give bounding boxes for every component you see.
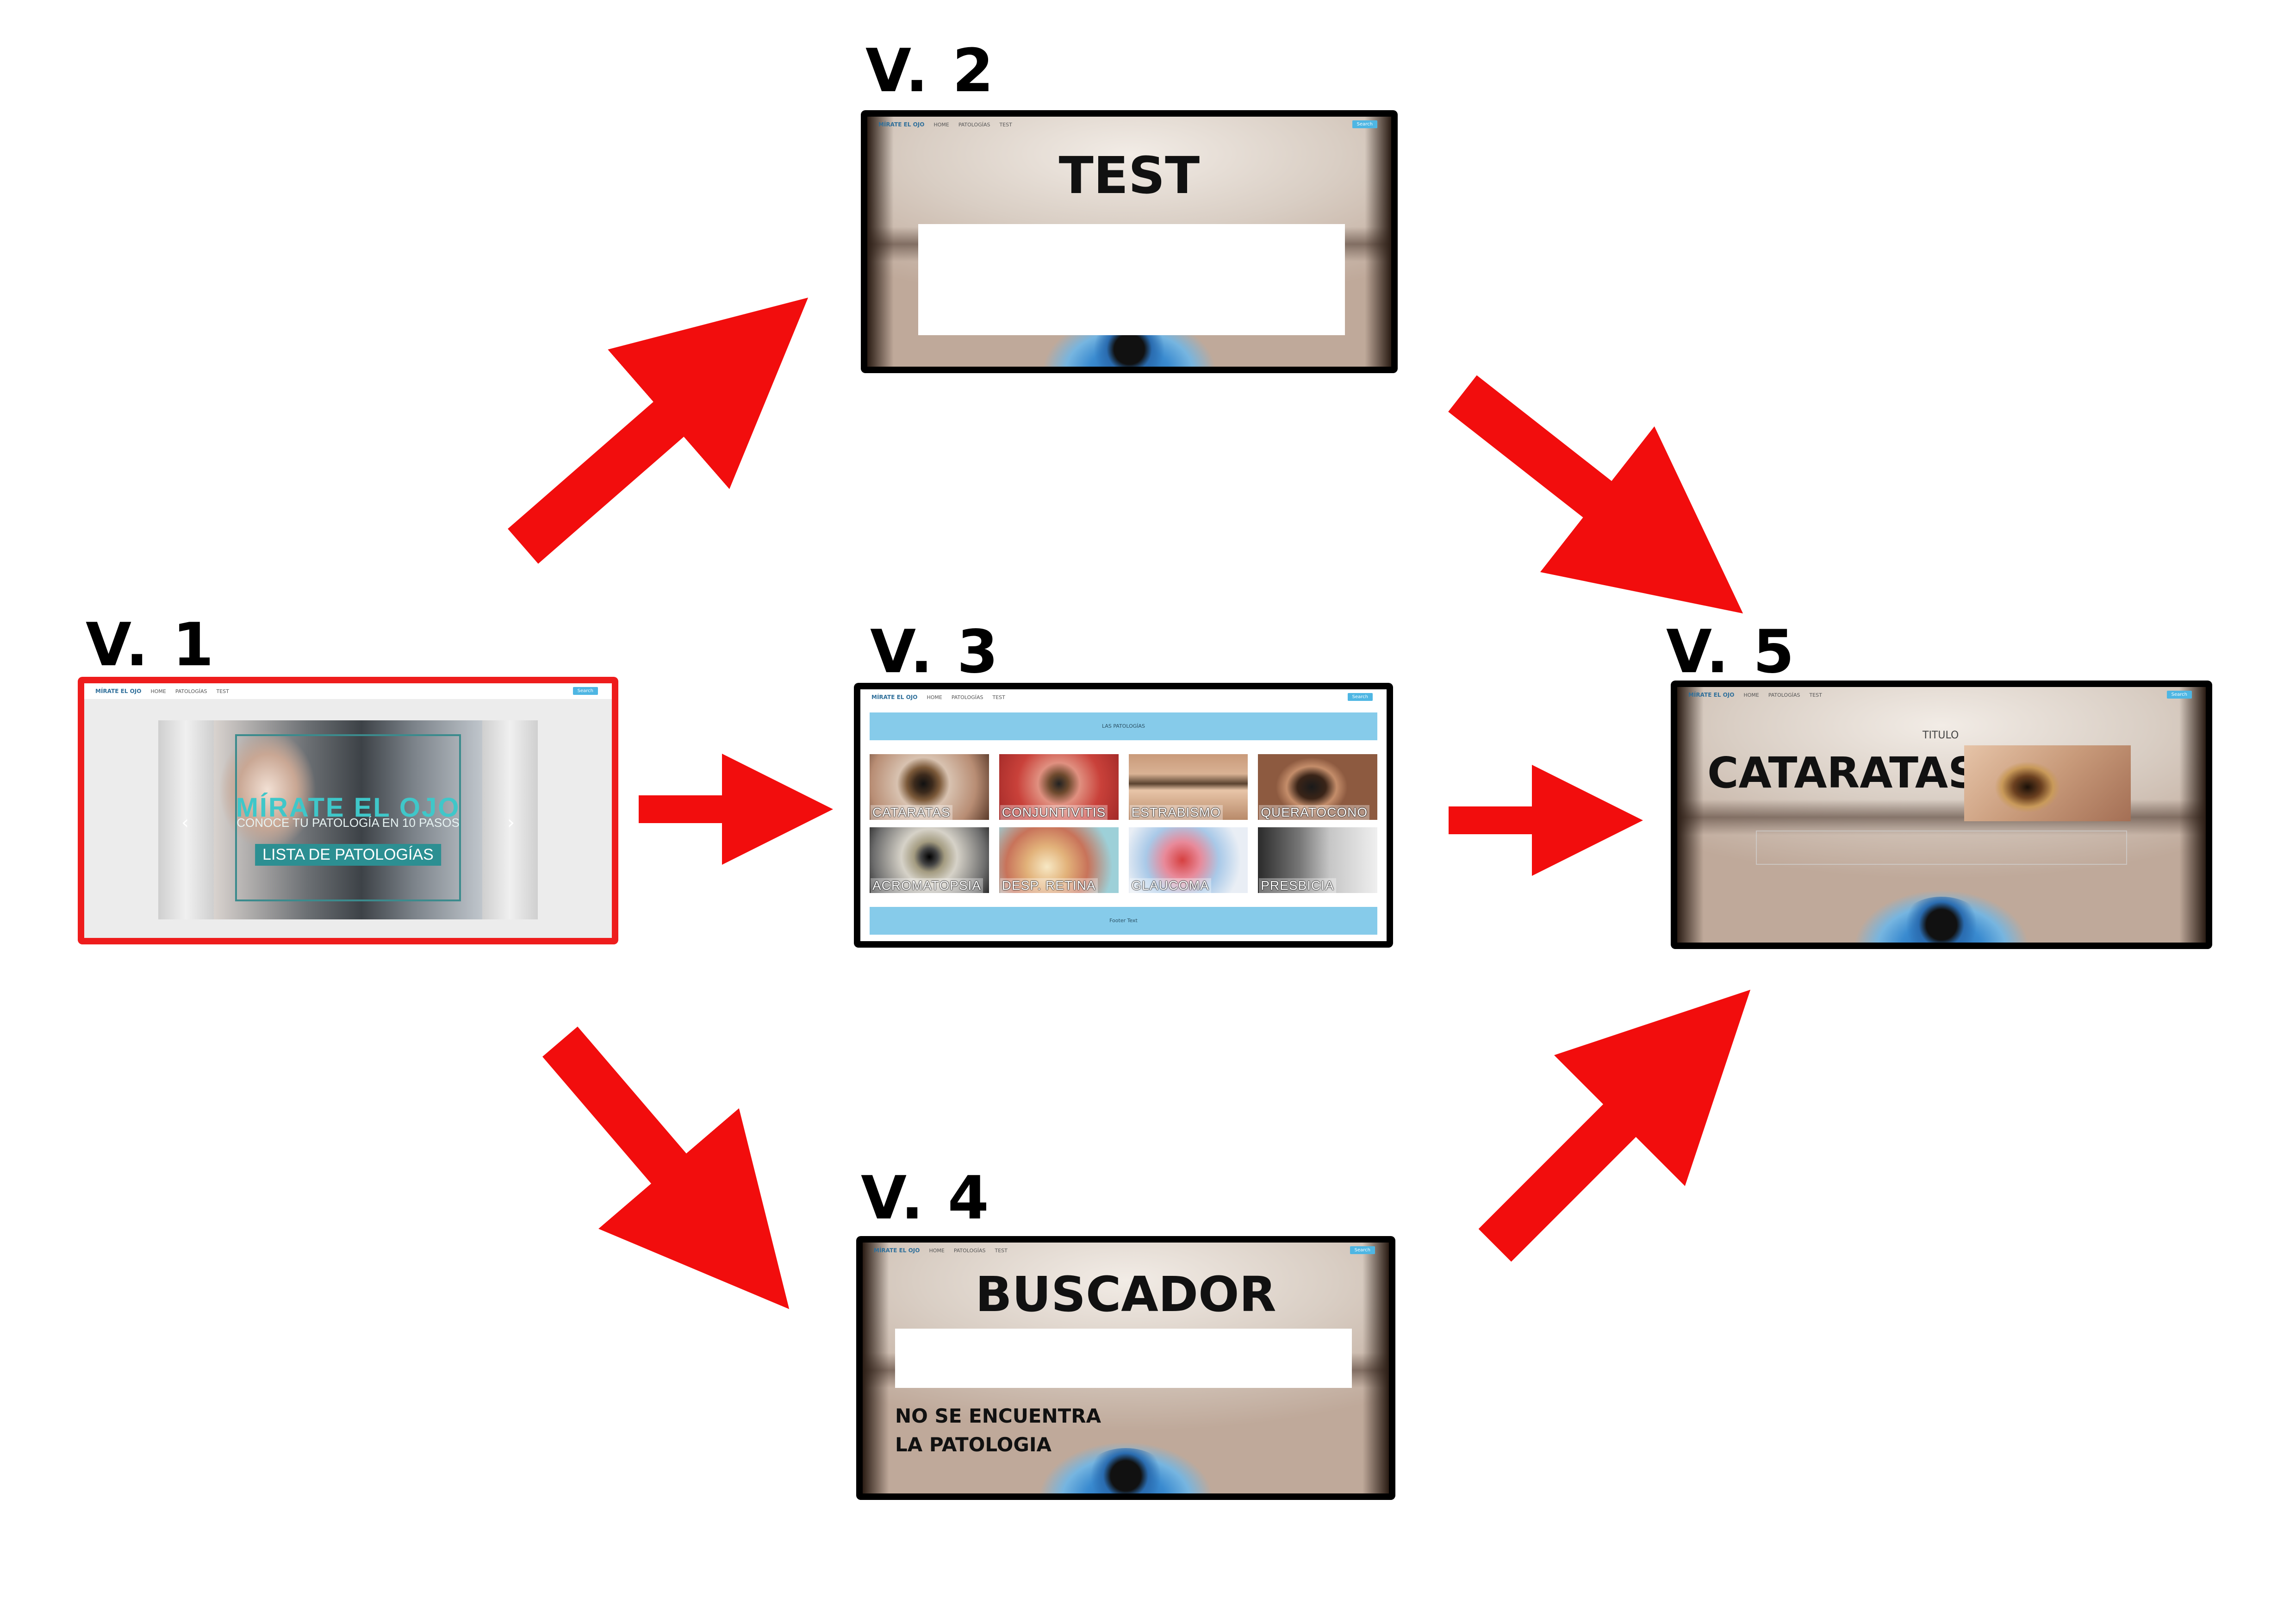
small-title: TITULO — [1923, 730, 1959, 741]
nav-item-patologias[interactable]: PATOLOGÍAS — [958, 121, 990, 128]
version-label-v4: V. 4 — [861, 1164, 991, 1233]
carousel-side-right — [482, 720, 538, 919]
list-patologias-button[interactable]: LISTA DE PATOLOGÍAS — [255, 843, 441, 866]
site-logo[interactable]: MÍRATE EL OJO — [95, 688, 142, 694]
hero-carousel: MÍRATE EL OJO CONOCE TU PATOLOGÍA EN 10 … — [158, 720, 538, 919]
version-label-v3: V. 3 — [870, 618, 1000, 687]
arrow-v1-to-v4 — [542, 1026, 790, 1309]
top-nav: MÍRATE EL OJO HOME PATOLOGÍAS TEST — [863, 1243, 1389, 1258]
nav-item-patologias[interactable]: PATOLOGÍAS — [953, 1247, 986, 1254]
carousel-image: MÍRATE EL OJO CONOCE TU PATOLOGÍA EN 10 … — [214, 720, 482, 919]
section-banner-top: LAS PATOLOGÍAS — [870, 712, 1377, 740]
tile-label: PRESBICIA — [1259, 878, 1336, 893]
nav-item-test[interactable]: TEST — [992, 694, 1005, 700]
tile-acromatopsia[interactable]: ACROMATOPSIA — [870, 827, 989, 893]
screen-v5[interactable]: MÍRATE EL OJO HOME PATOLOGÍAS TEST Searc… — [1671, 681, 2212, 949]
tile-desp-retina[interactable]: DESP. RETINA — [999, 827, 1119, 893]
search-button[interactable]: Search — [1352, 120, 1377, 128]
arrow-v2-to-v5 — [1448, 375, 1743, 614]
not-found-line-2: LA PATOLOGIA — [895, 1433, 1052, 1456]
nav-item-test[interactable]: TEST — [995, 1247, 1008, 1254]
tile-label: QUERATOCONO — [1259, 805, 1370, 820]
version-label-v5: V. 5 — [1666, 618, 1796, 687]
search-button[interactable]: Search — [1350, 1246, 1375, 1254]
nav-item-patologias[interactable]: PATOLOGÍAS — [175, 688, 207, 694]
carousel-side-left — [158, 720, 214, 919]
pathology-heading: CATARATAS — [1707, 748, 1979, 798]
background-shade-left — [867, 117, 894, 367]
tile-label: ESTRABISMO — [1129, 805, 1223, 820]
tile-label: DESP. RETINA — [1000, 878, 1098, 893]
tile-cataratas[interactable]: CATARATAS — [870, 754, 989, 820]
nav-item-patologias[interactable]: PATOLOGÍAS — [951, 694, 983, 700]
screen-v2[interactable]: MÍRATE EL OJO HOME PATOLOGÍAS TEST Searc… — [861, 110, 1398, 373]
site-logo[interactable]: MÍRATE EL OJO — [874, 1247, 920, 1254]
nav-item-patologias[interactable]: PATOLOGÍAS — [1768, 692, 1800, 698]
background-shade-right — [2179, 687, 2206, 943]
arrow-v1-to-v2 — [508, 297, 809, 564]
chevron-right-icon[interactable]: › — [507, 812, 515, 833]
test-content-box — [918, 224, 1345, 335]
not-found-line-1: NO SE ENCUENTRA — [895, 1405, 1101, 1427]
search-button[interactable]: Search — [572, 687, 598, 695]
background-shade-left — [863, 1243, 889, 1493]
tile-queratocono[interactable]: QUERATOCONO — [1258, 754, 1377, 820]
nav-item-home[interactable]: HOME — [929, 1247, 945, 1254]
background-shade-left — [1677, 687, 1704, 943]
carousel-frame — [235, 734, 461, 902]
search-input[interactable] — [895, 1329, 1352, 1388]
screen-v4[interactable]: MÍRATE EL OJO HOME PATOLOGÍAS TEST Searc… — [856, 1236, 1395, 1500]
tile-label: CATARATAS — [871, 805, 952, 820]
tile-glaucoma[interactable]: GLAUCOMA — [1128, 827, 1248, 893]
content-outline — [1756, 831, 2127, 865]
footer-banner: Footer Text — [870, 907, 1377, 935]
top-nav: MÍRATE EL OJO HOME PATOLOGÍAS TEST — [860, 689, 1387, 705]
tile-label: GLAUCOMA — [1129, 878, 1211, 893]
nav-item-home[interactable]: HOME — [150, 688, 166, 694]
page-heading-buscador: BUSCADOR — [975, 1266, 1276, 1323]
nav-item-test[interactable]: TEST — [999, 121, 1012, 128]
nav-item-home[interactable]: HOME — [933, 121, 949, 128]
top-nav: MÍRATE EL OJO HOME PATOLOGÍAS TEST — [867, 117, 1391, 132]
arrow-v4-to-v5 — [1478, 989, 1751, 1262]
screen-v3[interactable]: MÍRATE EL OJO HOME PATOLOGÍAS TEST Searc… — [854, 683, 1393, 948]
site-logo[interactable]: MÍRATE EL OJO — [1688, 692, 1735, 698]
search-button[interactable]: Search — [1347, 693, 1373, 701]
background-shade-right — [1365, 117, 1391, 367]
pathology-grid: CATARATAS CONJUNTIVITIS ESTRABISMO QUERA… — [870, 754, 1377, 893]
screen-v1[interactable]: MÍRATE EL OJO HOME PATOLOGÍAS TEST Searc… — [78, 677, 618, 944]
site-logo[interactable]: MÍRATE EL OJO — [871, 694, 918, 700]
tile-presbicia[interactable]: PRESBICIA — [1258, 827, 1377, 893]
tile-label: ACROMATOPSIA — [871, 878, 983, 893]
tile-conjuntivitis[interactable]: CONJUNTIVITIS — [999, 754, 1119, 820]
carousel-title: MÍRATE EL OJO — [236, 792, 460, 823]
tile-estrabismo[interactable]: ESTRABISMO — [1128, 754, 1248, 820]
nav-item-home[interactable]: HOME — [1743, 692, 1759, 698]
tile-label: CONJUNTIVITIS — [1000, 805, 1108, 820]
chevron-left-icon[interactable]: ‹ — [181, 812, 189, 833]
nav-item-home[interactable]: HOME — [927, 694, 942, 700]
version-label-v2: V. 2 — [865, 37, 996, 106]
page-heading-test: TEST — [1058, 146, 1200, 205]
search-button[interactable]: Search — [2166, 691, 2192, 699]
background-shade-right — [1363, 1243, 1389, 1493]
carousel-subtitle: CONOCE TU PATOLOGÍA EN 10 PASOS — [236, 816, 460, 830]
nav-item-test[interactable]: TEST — [1809, 692, 1822, 698]
top-nav: MÍRATE EL OJO HOME PATOLOGÍAS TEST — [84, 683, 612, 699]
site-logo[interactable]: MÍRATE EL OJO — [878, 121, 925, 128]
top-nav: MÍRATE EL OJO HOME PATOLOGÍAS TEST — [1677, 687, 2206, 703]
nav-item-test[interactable]: TEST — [216, 688, 229, 694]
pathology-image — [1964, 745, 2131, 821]
version-label-v1: V. 1 — [86, 611, 216, 680]
